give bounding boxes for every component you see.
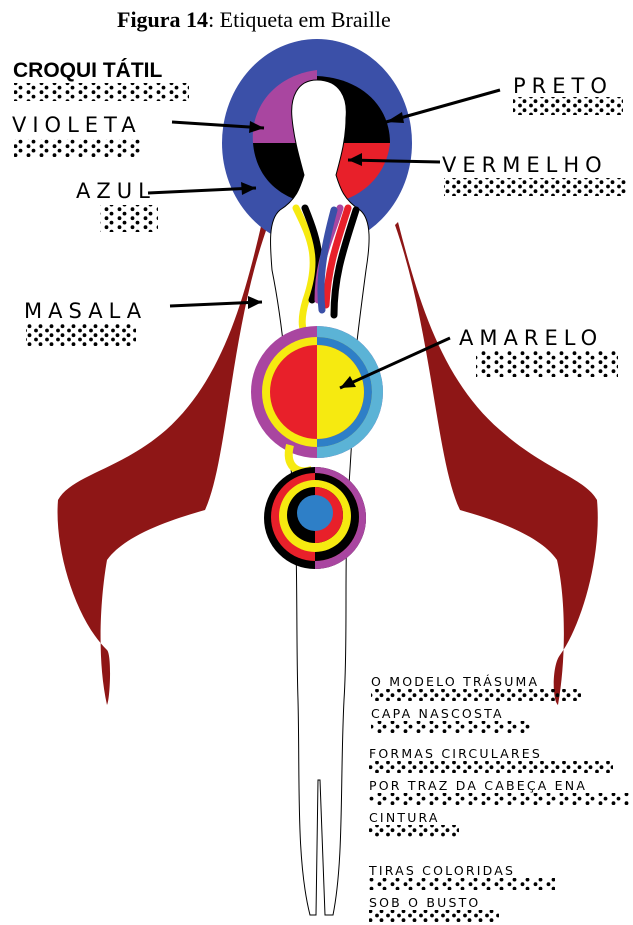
note-line-1: O MODELO TRÁSUMA bbox=[371, 674, 539, 689]
figure-caption: Figura 14: Etiqueta em Braille bbox=[117, 7, 391, 32]
note-line-3: FORMAS CIRCULARES bbox=[369, 746, 542, 761]
note-line-4: POR TRAZ DA CABEÇA ENA bbox=[369, 778, 587, 793]
braille-title bbox=[14, 83, 189, 101]
label-preto: PRETO bbox=[513, 74, 613, 98]
braille-violeta bbox=[14, 139, 142, 157]
braille-note-3 bbox=[369, 761, 613, 773]
note-line-6: TIRAS COLORIDAS bbox=[368, 863, 515, 878]
label-violeta: VIOLETA bbox=[12, 113, 142, 137]
label-azul: AZUL bbox=[76, 179, 156, 203]
braille-note-2 bbox=[371, 721, 533, 733]
hip-circle bbox=[264, 467, 366, 569]
braille-note-5 bbox=[369, 825, 459, 837]
waist-circle bbox=[251, 326, 383, 471]
braille-note-6 bbox=[369, 878, 555, 890]
sketch-title: CROQUI TÁTIL bbox=[13, 59, 162, 82]
note-line-2: CAPA NASCOSTA bbox=[371, 706, 504, 721]
note-line-5: CINTURA bbox=[369, 810, 440, 825]
figure-caption-number: Figura 14 bbox=[117, 7, 208, 32]
braille-note-7 bbox=[369, 910, 499, 922]
figure-caption-text: : Etiqueta em Braille bbox=[208, 7, 391, 32]
braille-vermelho bbox=[444, 178, 628, 196]
label-masala: MASALA bbox=[24, 299, 147, 323]
braille-azul bbox=[100, 205, 158, 232]
note-line-7: SOB O BUSTO bbox=[369, 895, 480, 910]
braille-note-4 bbox=[369, 793, 629, 805]
braille-masala bbox=[26, 324, 136, 346]
braille-note-1 bbox=[371, 689, 581, 701]
label-vermelho: VERMELHO bbox=[442, 153, 608, 177]
arrowhead-masala bbox=[248, 296, 262, 309]
braille-preto bbox=[513, 97, 623, 115]
braille-amarelo bbox=[476, 351, 618, 377]
label-amarelo: AMARELO bbox=[459, 326, 603, 350]
